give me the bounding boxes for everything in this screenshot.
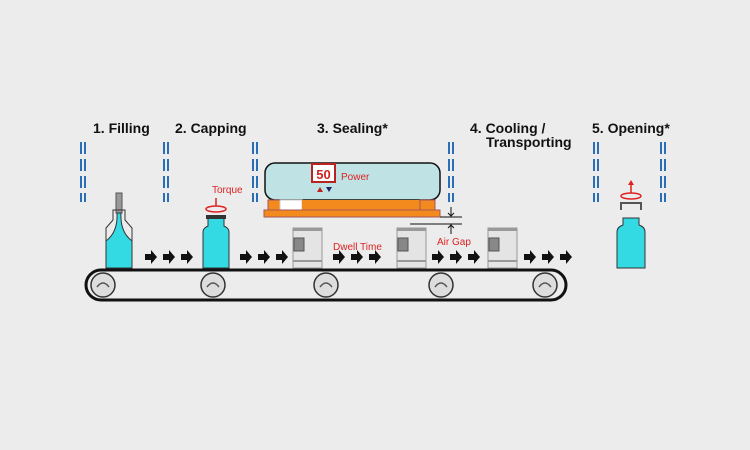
dwell-time-label: Dwell Time <box>333 242 382 253</box>
torque-label: Torque <box>212 185 243 196</box>
air-gap-indicator <box>410 207 462 234</box>
containers <box>292 227 518 269</box>
roller <box>313 272 339 298</box>
arrow-right-icon <box>369 250 381 264</box>
bottle-opening <box>616 180 646 269</box>
container-label <box>488 237 500 252</box>
arrow-right-icon <box>163 250 175 264</box>
roller-rotation-icon <box>206 282 220 288</box>
air-gap-label: Air Gap <box>437 237 471 248</box>
roller <box>532 272 558 298</box>
arrow-right-icon <box>258 250 270 264</box>
rotate-icon <box>620 192 642 200</box>
step-capping-label: 2. Capping <box>175 120 247 136</box>
power-label: Power <box>341 172 370 183</box>
arrow-right-icon <box>560 250 572 264</box>
arrow-right-icon <box>181 250 193 264</box>
bottle-capping: Torque <box>202 185 243 269</box>
arrow-right-icon <box>542 250 554 264</box>
flow-arrows <box>145 250 572 264</box>
power-display <box>311 163 336 183</box>
rotate-icon <box>205 205 227 213</box>
arrow-right-icon <box>468 250 480 264</box>
arrow-right-icon <box>240 250 252 264</box>
arrow-right-icon <box>450 250 462 264</box>
roller-rotation-icon <box>538 282 552 288</box>
arrow-right-icon <box>351 250 363 264</box>
container-label <box>397 237 409 252</box>
roller-rotation-icon <box>434 282 448 288</box>
bottle-filling <box>105 192 133 269</box>
arrow-right-icon <box>432 250 444 264</box>
step-filling-label: 1. Filling <box>93 120 150 136</box>
arrow-right-icon <box>145 250 157 264</box>
step-cooling-label: 4. Cooling / <box>470 120 546 136</box>
roller-rotation-icon <box>96 282 110 288</box>
step-transporting-label: Transporting <box>486 134 572 150</box>
arrow-right-icon <box>333 250 345 264</box>
power-value: 50 <box>316 167 330 182</box>
step-sealing-label: 3. Sealing* <box>317 120 388 136</box>
container-label <box>293 237 305 252</box>
roller <box>428 272 454 298</box>
conveyor-rollers <box>90 272 558 298</box>
roller-rotation-icon <box>319 282 333 288</box>
increase-icon <box>317 187 323 192</box>
heated-plate <box>263 209 441 218</box>
decrease-icon <box>326 187 332 192</box>
stage-dividers <box>80 142 666 202</box>
arrow-right-icon <box>276 250 288 264</box>
step-opening-label: 5. Opening* <box>592 120 670 136</box>
arrow-right-icon <box>524 250 536 264</box>
roller <box>90 272 116 298</box>
sealer-machine: 50 Power <box>263 162 441 218</box>
roller <box>200 272 226 298</box>
